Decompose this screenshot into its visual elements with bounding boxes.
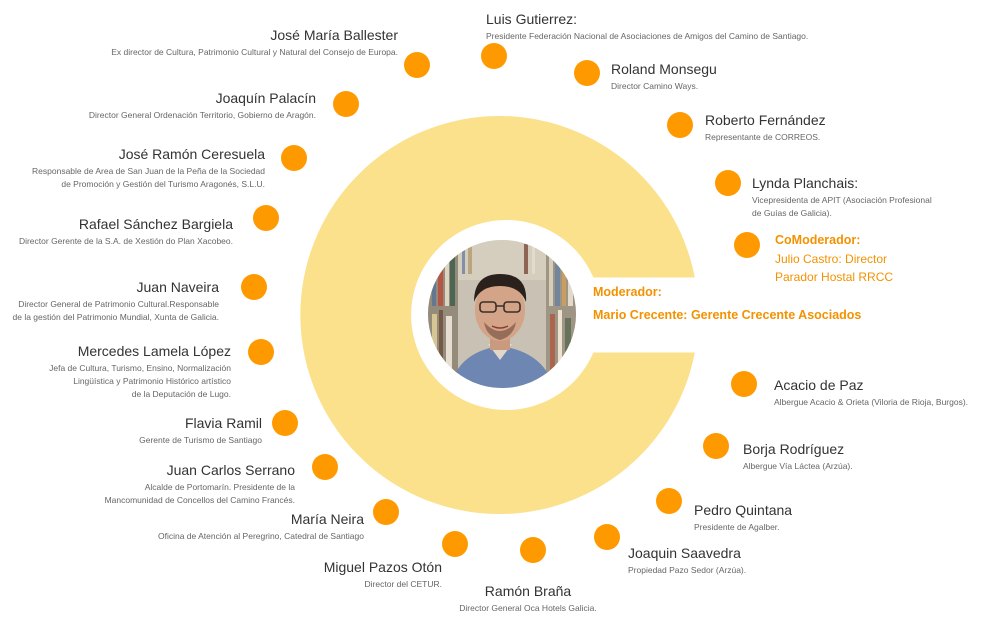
dot-ramil [272,410,298,436]
person-gutierrez: Luis Gutierrez: Presidente Federación Na… [486,11,808,43]
person-desc: Director Gerente de la S.A. de Xestión d… [18,236,233,246]
moderator-name: Mario Crecente: Gerente Crecente Asociad… [593,308,862,322]
person-name: Joaquín Palacín [215,90,316,106]
person-desc: Lingüística y Patrimonio Histórico artís… [73,376,231,386]
person-monsegu: Roland Monsegu Director Camino Ways. [611,61,717,93]
person-planchais: Lynda Planchais: Vicepresidenta de APIT … [752,175,932,220]
person-name: Juan Naveira [136,279,220,295]
comoderator-label: CoModerador: [775,233,861,247]
person-desc: Director Camino Ways. [611,81,699,91]
dot-ballester [404,52,430,78]
person-name: Pedro Quintana [694,502,793,518]
person-desc: Propiedad Pazo Sedor (Arzúa). [628,565,747,575]
dot-oton [442,531,468,557]
person-name: Lynda Planchais: [752,175,859,191]
person-saavedra: Joaquin Saavedra Propiedad Pazo Sedor (A… [628,545,746,577]
dot-monsegu [574,60,600,86]
person-desc: Director General Ordenación Territorio, … [88,110,316,120]
dot-naveira [241,274,267,300]
person-fernandez: Roberto Fernández Representante de CORRE… [705,112,826,144]
person-name: Roberto Fernández [705,112,826,128]
person-name: Acacio de Paz [774,377,864,393]
person-name: Luis Gutierrez: [486,11,578,27]
person-desc: Director del CETUR. [364,579,442,589]
dot-palacin [333,91,359,117]
person-desc: Director General de Patrimonio Cultural.… [18,299,219,309]
person-desc: Alcalde de Portomarín. Presidente de la [144,482,295,492]
dot-brana [520,537,546,563]
person-naveira: Juan Naveira Director General de Patrimo… [13,279,219,324]
dot-neira [373,499,399,525]
person-name: Rafael Sánchez Bargiela [78,216,233,232]
dot-planchais [715,170,741,196]
person-desc: Presidente Federación Nacional de Asocia… [486,31,809,41]
person-desc: de la Deputación de Lugo. [131,389,231,399]
person-name: Flavia Ramil [184,415,262,431]
person-desc: Oficina de Atención al Peregrino, Catedr… [157,531,364,541]
person-desc: de Promoción y Gestión del Turismo Arago… [61,179,265,189]
person-quintana: Pedro Quintana Presidente de Agalber. [694,502,792,534]
person-name: Joaquin Saavedra [628,545,741,561]
person-desc: Director General Oca Hotels Galicia. [459,603,597,613]
dot-comoderator [734,232,760,258]
dot-rodriguez [703,433,729,459]
person-paz: Acacio de Paz Albergue Acacio & Orieta (… [774,377,968,409]
person-bargiela: Rafael Sánchez Bargiela Director Gerente… [19,216,233,248]
person-desc: Gerente de Turismo de Santiago [139,435,262,445]
person-desc: Mancomunidad de Concellos del Camino Fra… [104,495,295,505]
person-ceresuela: José Ramón Ceresuela Responsable de Area… [32,146,265,191]
person-name: Mercedes Lamela López [77,343,231,359]
person-serrano: Juan Carlos Serrano Alcalde de Portomarí… [105,462,295,507]
dot-paz [731,371,757,397]
person-desc: Vicepresidenta de APIT (Asociación Profe… [752,195,932,205]
person-brana: Ramón Braña Director General Oca Hotels … [452,583,604,615]
person-name: Borja Rodríguez [743,441,845,457]
person-name: Juan Carlos Serrano [166,462,295,478]
person-name: Roland Monsegu [611,61,717,77]
person-ramil: Flavia Ramil Gerente de Turismo de Santi… [139,415,262,447]
person-desc: de la gestión del Patrimonio Mundial, Xu… [12,312,219,322]
person-desc: Presidente de Agalber. [694,522,780,532]
person-desc: Representante de CORREOS. [705,132,821,142]
person-name: María Neira [290,511,364,527]
person-name: José María Ballester [270,27,398,43]
person-desc: Ex director de Cultura, Patrimonio Cultu… [111,47,398,57]
person-oton: Miguel Pazos Otón Director del CETUR. [324,559,442,591]
dot-bargiela [253,205,279,231]
person-desc: Responsable de Area de San Juan de la Pe… [32,166,265,176]
dot-ceresuela [281,145,307,171]
person-rodriguez: Borja Rodríguez Albergue Vía Láctea (Arz… [743,441,853,473]
person-desc: Albergue Vía Láctea (Arzúa). [743,461,853,471]
person-name: José Ramón Ceresuela [118,146,265,162]
dot-saavedra [594,524,620,550]
person-name: Miguel Pazos Otón [323,559,442,575]
person-neira: María Neira Oficina de Atención al Pereg… [158,511,364,543]
person-name: Ramón Braña [484,583,572,599]
comoderator-details: Julio Castro: Director Parador Hostal RR… [775,250,893,286]
moderator-label: Moderador: [593,285,662,299]
moderator-photo [428,240,576,388]
dot-fernandez [667,112,693,138]
person-lamela: Mercedes Lamela López Jefa de Cultura, T… [49,343,231,401]
dot-serrano [312,454,338,480]
person-desc: de Guías de Galicia). [752,208,832,218]
dot-lamela [248,339,274,365]
comoderator-line: Parador Hostal RRCC [775,270,894,284]
person-desc: Albergue Acacio & Orieta (Viloria de Rio… [774,397,969,407]
person-desc: Jefa de Cultura, Turismo, Ensino, Normal… [49,363,231,373]
person-ballester: José María Ballester Ex director de Cult… [111,27,398,59]
person-palacin: Joaquín Palacín Director General Ordenac… [89,90,316,122]
dot-gutierrez [481,43,507,69]
comoderator-line: Julio Castro: Director [775,252,888,266]
dot-quintana [656,488,682,514]
